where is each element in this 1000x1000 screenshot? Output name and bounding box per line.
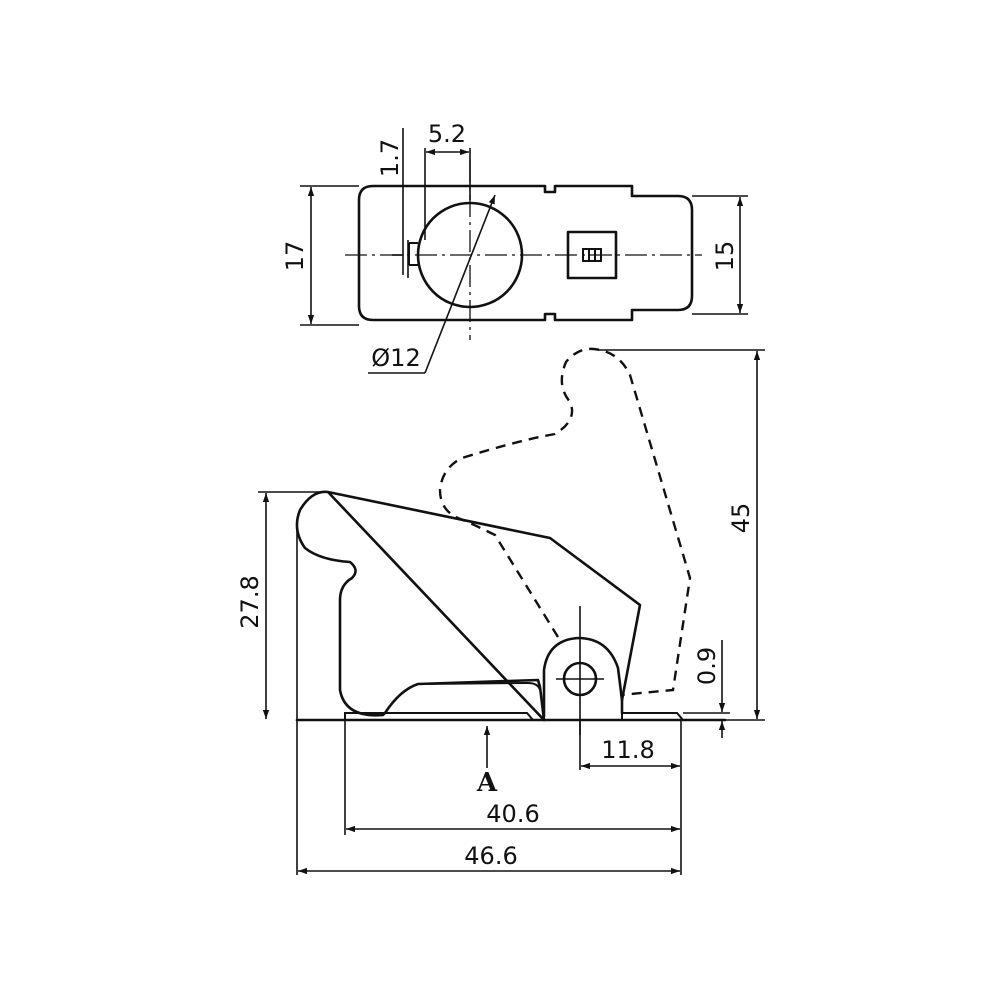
dim-diameter-12: Ø12: [371, 344, 420, 372]
key-notch: [408, 242, 418, 266]
dim-11-8: 11.8: [601, 736, 654, 764]
dim-45: 45: [727, 503, 755, 534]
dim-17: 17: [281, 241, 309, 272]
dim-15: 15: [711, 241, 739, 272]
closed-cover: [295, 490, 642, 722]
dim-5-2: 5.2: [428, 120, 466, 148]
base-plate: [344, 712, 684, 721]
dim-1-7: 1.7: [376, 139, 404, 177]
dim-0-9: 0.9: [693, 647, 721, 685]
dim-40-6: 40.6: [486, 800, 539, 828]
dim-46-6: 46.6: [464, 842, 517, 870]
hinge: [542, 636, 624, 718]
top-view-outline: [357, 184, 694, 322]
top-view: 17 15 1.7 5.2 Ø12: [281, 120, 748, 374]
side-view: 45 27.8 0.9 11.8 40.6 46.6 A: [236, 347, 765, 875]
view-label-a: A: [476, 768, 498, 798]
dim-27-8: 27.8: [236, 575, 264, 628]
